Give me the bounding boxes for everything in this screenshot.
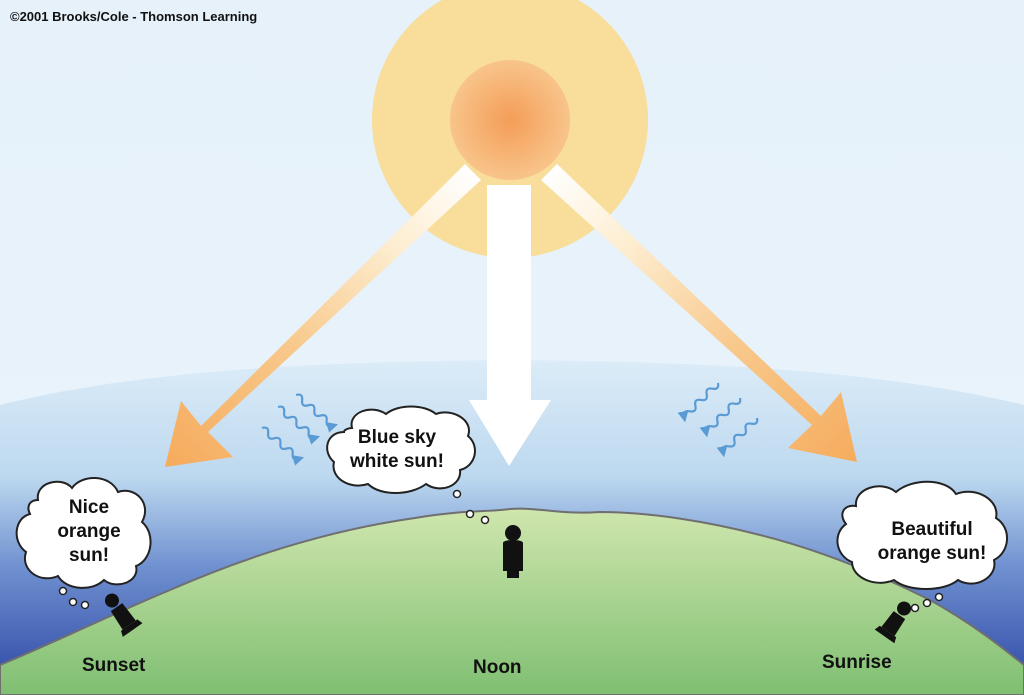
sunset-observer xyxy=(104,593,143,637)
sunset-thought-text: Nice orange sun! xyxy=(46,496,132,568)
wave-arrow xyxy=(716,417,759,458)
sunset-label: Sunset xyxy=(82,655,146,676)
sunrise-thought-bubble xyxy=(836,480,1008,590)
thought-line: orange sun! xyxy=(877,543,987,564)
wave-arrow xyxy=(261,426,305,466)
thought-dot xyxy=(480,515,490,525)
noon-thought-text: Blue sky white sun! xyxy=(342,426,452,474)
noon-thought-bubble xyxy=(326,405,476,494)
sunset-sunlight-arrow xyxy=(165,164,481,467)
observer-head xyxy=(505,525,521,541)
thought-line: Nice xyxy=(68,497,110,518)
thought-line: sun! xyxy=(68,545,110,566)
thought-dot xyxy=(452,489,462,499)
wave-arrow xyxy=(277,405,321,445)
noon-sunlight-arrow xyxy=(469,185,551,466)
observer-feet xyxy=(120,619,143,637)
sunrise-label: Sunrise xyxy=(822,652,892,673)
noon-label: Noon xyxy=(473,657,522,678)
observer-body xyxy=(881,611,906,637)
wave-arrow xyxy=(699,397,742,438)
thought-line: Blue sky xyxy=(357,427,437,448)
scattered-blue-light xyxy=(261,382,759,466)
sunrise-sunlight-arrow xyxy=(541,164,857,462)
observer-head xyxy=(104,593,119,608)
thought-dot xyxy=(80,600,90,610)
thought-dot xyxy=(910,603,920,613)
thought-dot xyxy=(465,509,475,519)
observer-feet xyxy=(874,625,897,644)
sun-core xyxy=(450,60,570,180)
earth-surface xyxy=(0,507,1024,695)
sunset-thought-bubble xyxy=(15,476,152,589)
thought-dot xyxy=(68,597,78,607)
copyright-notice: ©2001 Brooks/Cole - Thomson Learning xyxy=(10,9,258,24)
observer-body xyxy=(110,603,136,630)
thought-dots xyxy=(58,489,944,613)
thought-dot xyxy=(934,592,944,602)
sunrise-thought-text: Beautiful orange sun! xyxy=(862,518,1002,566)
thought-line: orange xyxy=(57,521,121,542)
sunrise-observer xyxy=(874,601,912,644)
observer-body xyxy=(503,540,523,578)
thought-line: Beautiful xyxy=(891,519,973,540)
noon-observer xyxy=(503,525,523,578)
thought-line: white sun! xyxy=(350,451,444,472)
wave-arrow xyxy=(295,393,339,433)
wave-arrow xyxy=(677,382,720,423)
thought-dot xyxy=(922,598,932,608)
observer-head xyxy=(897,601,912,616)
thought-dot xyxy=(58,586,68,596)
